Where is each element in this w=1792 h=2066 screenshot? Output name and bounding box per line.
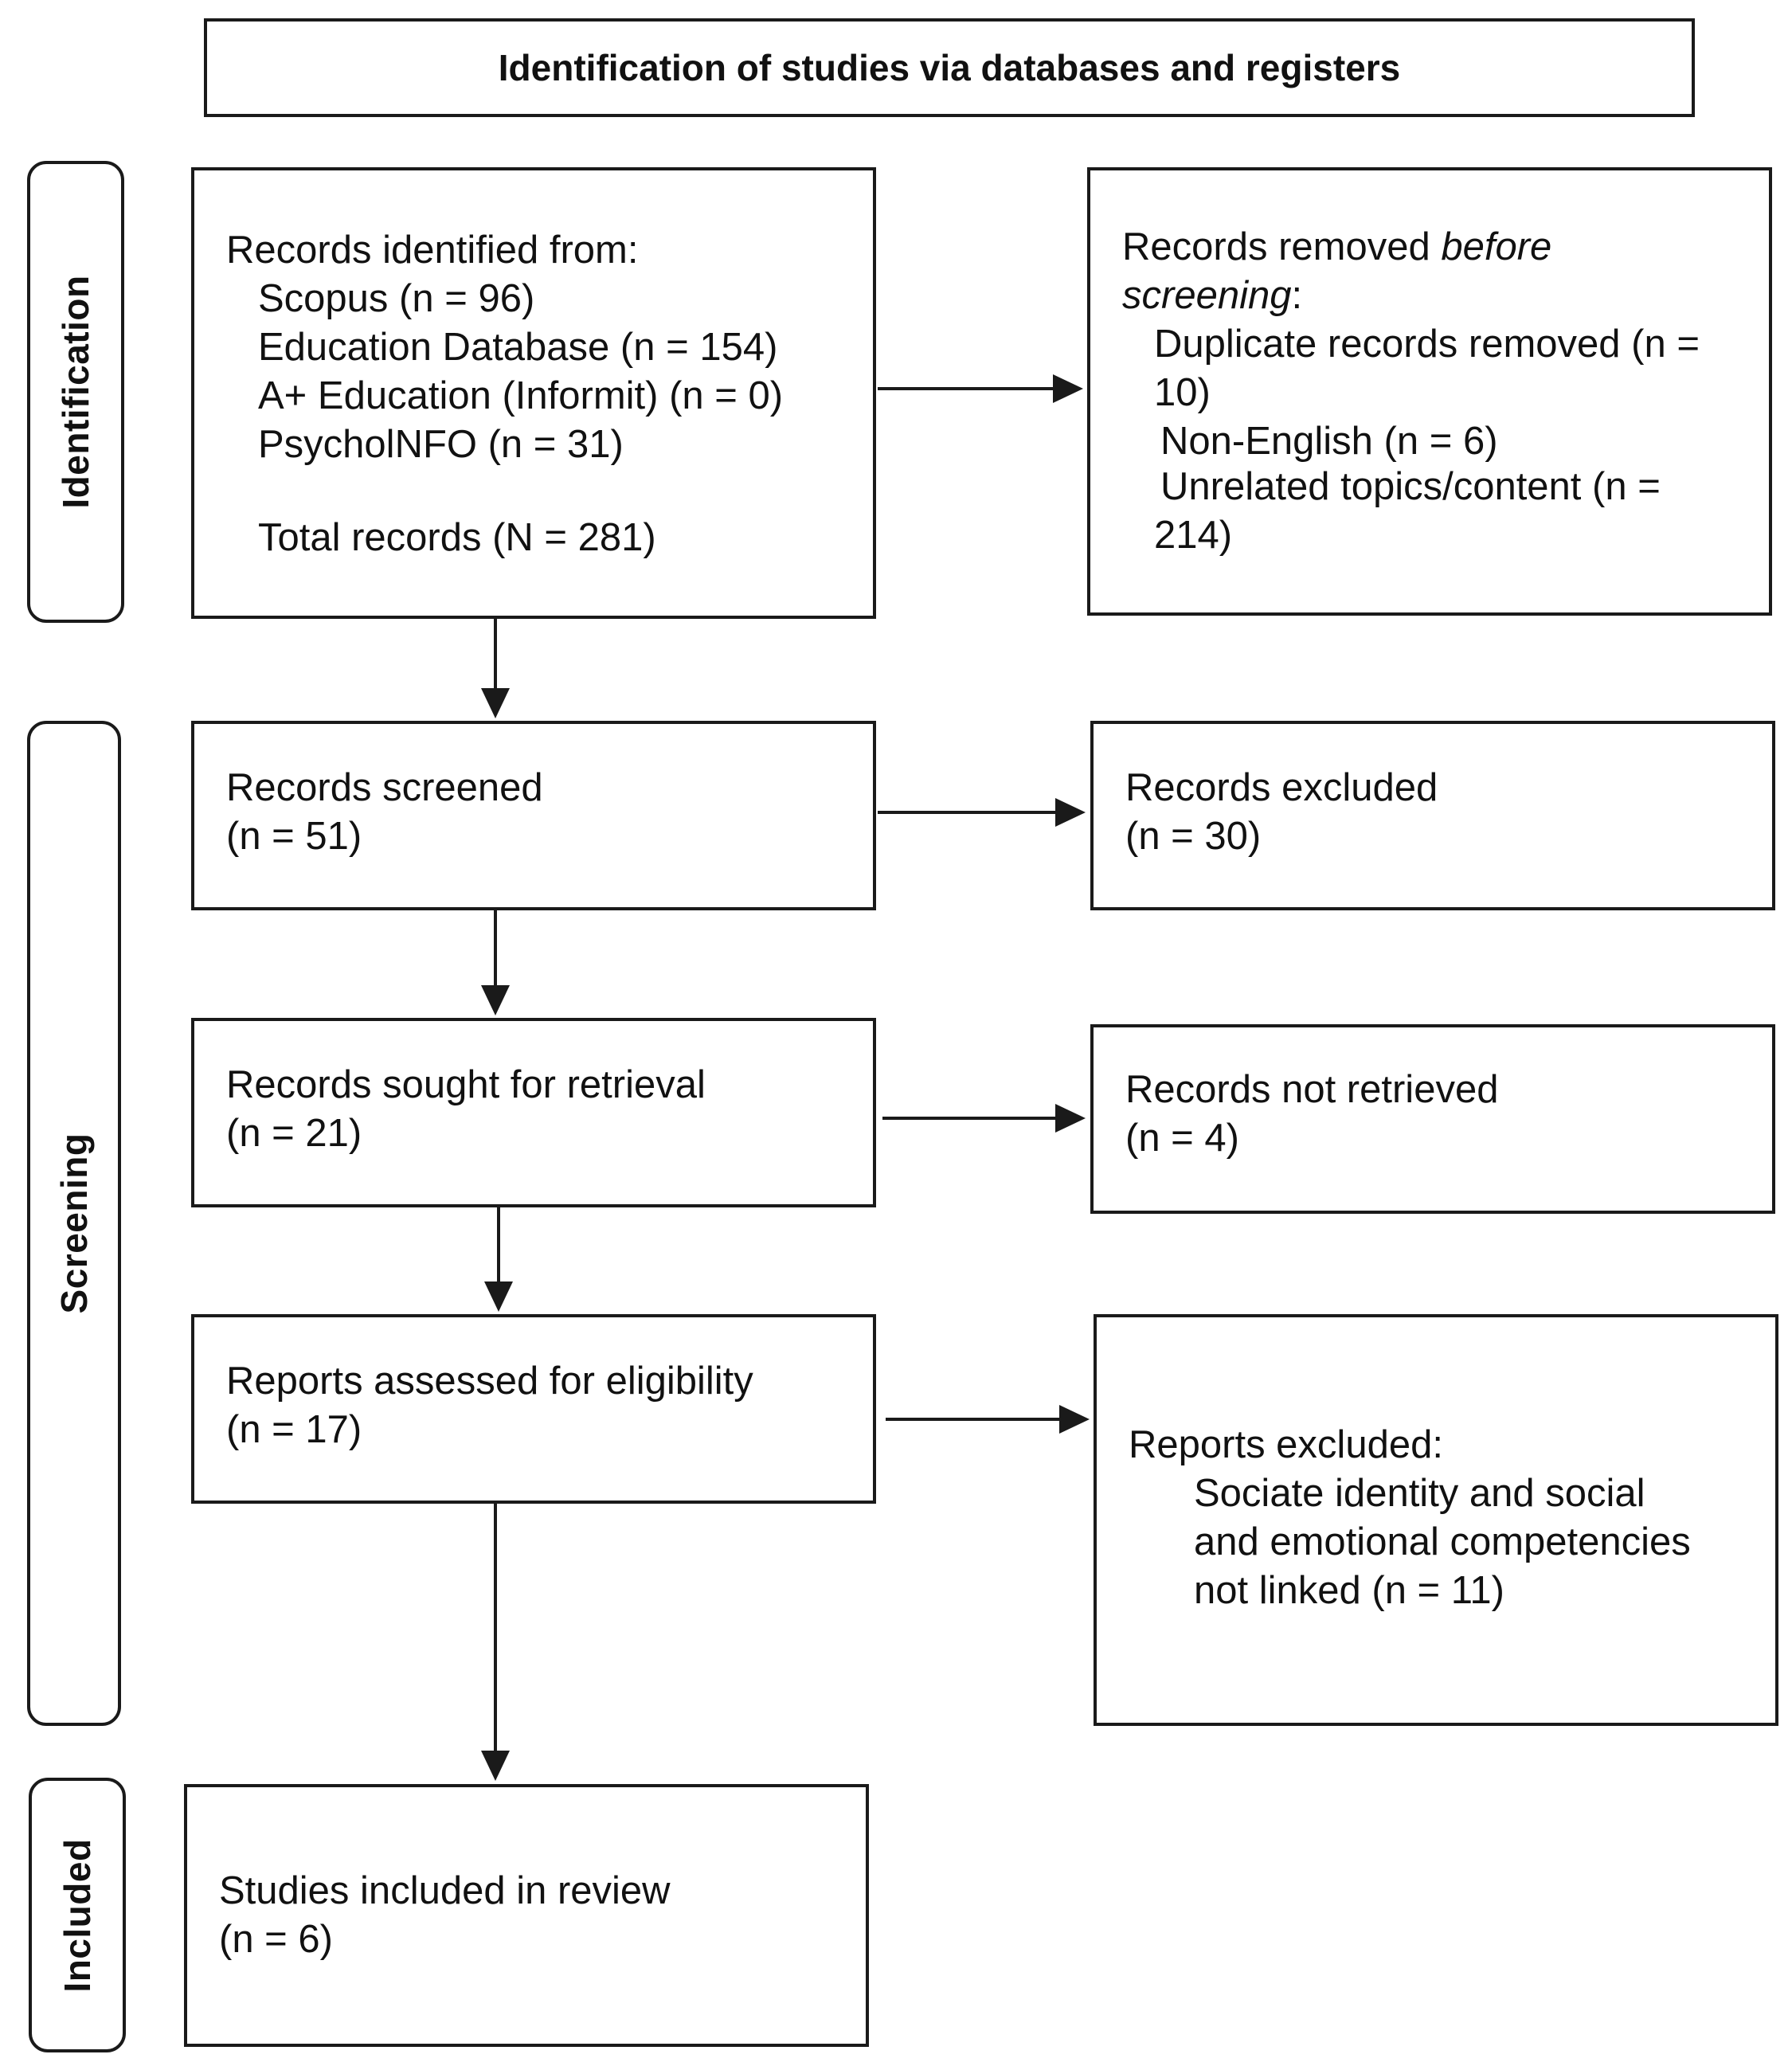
reports-excluded-reason: not linked (n = 11)	[1194, 1569, 1504, 1612]
records-excluded-box: Records excluded (n = 30)	[1090, 721, 1775, 910]
source-item: Scopus (n = 96)	[258, 277, 535, 320]
arrowhead	[481, 688, 510, 718]
records-removed-box: Records removed before screening: Duplic…	[1087, 167, 1772, 616]
phase-included: Included	[29, 1778, 126, 2052]
assessed-label: Reports assessed for eligibility	[226, 1360, 753, 1403]
identified-heading: Records identified from:	[226, 229, 639, 272]
phase-identification: Identification	[27, 161, 124, 623]
reports-assessed-box: Reports assessed for eligibility (n = 17…	[191, 1314, 876, 1504]
reports-excluded-box: Reports excluded: Sociate identity and s…	[1094, 1314, 1778, 1726]
reports-excluded-heading: Reports excluded:	[1129, 1423, 1443, 1466]
unrelated-topics-count: 214)	[1154, 514, 1233, 557]
header-title: Identification of studies via databases …	[498, 47, 1401, 88]
sought-count: (n = 21)	[226, 1112, 362, 1155]
reports-excluded-reason: Sociate identity and social	[1194, 1472, 1645, 1515]
screened-count: (n = 51)	[226, 815, 362, 858]
included-label: Studies included in review	[219, 1869, 671, 1912]
duplicate-removed: Duplicate records removed (n =	[1154, 323, 1700, 366]
studies-included-box: Studies included in review (n = 6)	[184, 1784, 869, 2047]
included-count: (n = 6)	[219, 1918, 333, 1961]
arrowhead	[481, 1751, 510, 1781]
excluded-label: Records excluded	[1125, 766, 1438, 809]
assessed-count: (n = 17)	[226, 1408, 362, 1451]
removed-heading: Records removed before	[1122, 225, 1552, 268]
screened-label: Records screened	[226, 766, 543, 809]
arrowhead	[1053, 374, 1083, 403]
source-item: Education Database (n = 154)	[258, 326, 778, 369]
total-records: Total records (N = 281)	[258, 516, 656, 559]
arrowhead	[1055, 1104, 1086, 1133]
arrowhead	[484, 1281, 513, 1312]
arrowhead	[1055, 798, 1086, 827]
header-box: Identification of studies via databases …	[204, 18, 1695, 117]
not-retrieved-label: Records not retrieved	[1125, 1068, 1499, 1111]
records-sought-box: Records sought for retrieval (n = 21)	[191, 1018, 876, 1207]
records-not-retrieved-box: Records not retrieved (n = 4)	[1090, 1024, 1775, 1214]
removed-heading-cont: screening:	[1122, 274, 1303, 317]
reports-excluded-reason: and emotional competencies	[1194, 1520, 1691, 1563]
duplicate-removed-count: 10)	[1154, 371, 1211, 414]
source-item: PsycholNFO (n = 31)	[258, 423, 624, 466]
arrowhead	[1059, 1405, 1090, 1434]
not-retrieved-count: (n = 4)	[1125, 1117, 1239, 1160]
records-screened-box: Records screened (n = 51)	[191, 721, 876, 910]
non-english: Non-English (n = 6)	[1160, 420, 1498, 463]
source-item: A+ Education (Informit) (n = 0)	[258, 374, 784, 417]
phase-screening: Screening	[27, 721, 121, 1726]
arrowhead	[481, 985, 510, 1015]
unrelated-topics: Unrelated topics/content (n =	[1160, 465, 1661, 508]
records-identified-box: Records identified from: Scopus (n = 96)…	[191, 167, 876, 619]
sought-label: Records sought for retrieval	[226, 1063, 706, 1106]
excluded-count: (n = 30)	[1125, 815, 1262, 858]
